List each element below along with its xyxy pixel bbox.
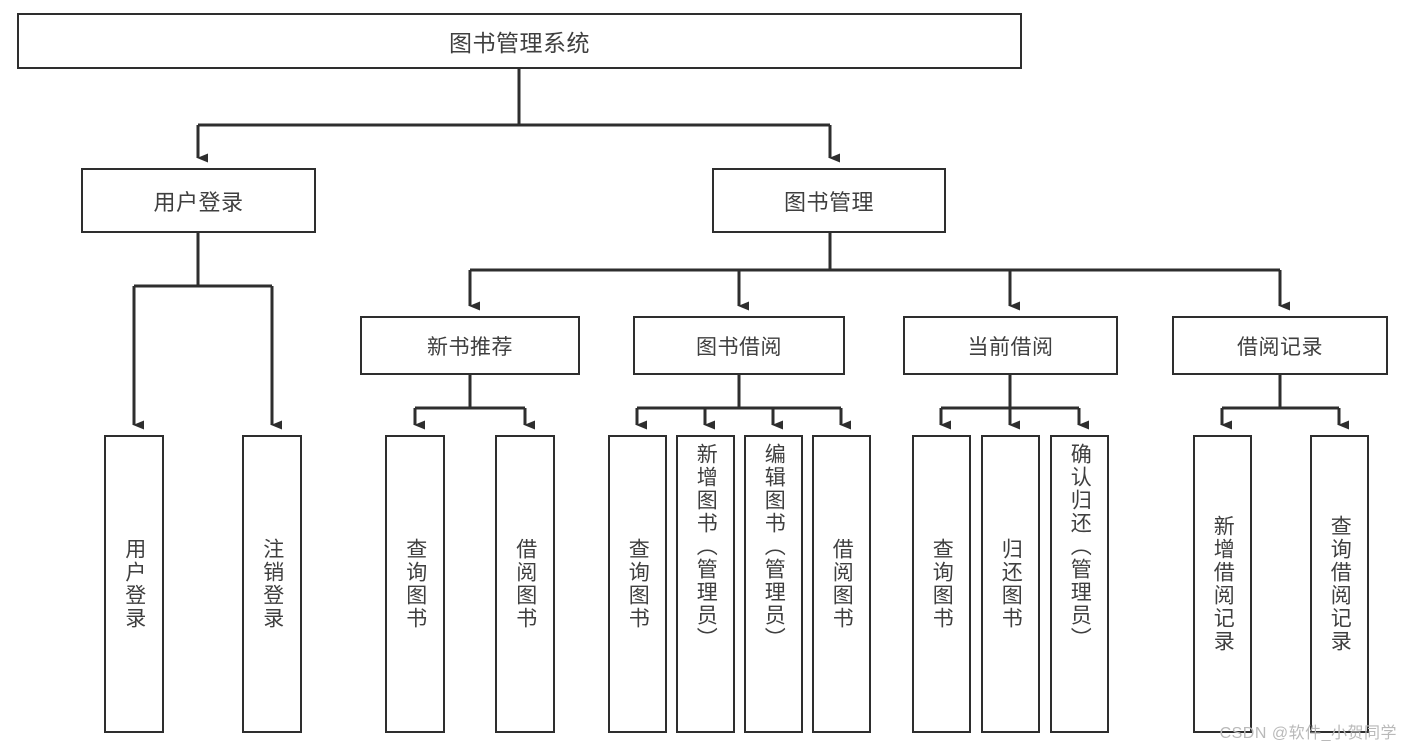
node-root-system[interactable]: 图书管理系统 <box>17 13 1022 69</box>
node-leaf-query-book-1[interactable]: 查询图书 <box>385 435 445 733</box>
node-leaf-add-record-label: 新增借阅记录 <box>1211 515 1235 653</box>
node-leaf-query-book-3-label: 查询图书 <box>930 538 954 630</box>
node-leaf-logout-login[interactable]: 注销登录 <box>242 435 302 733</box>
csdn-watermark: CSDN @软件_小贺同学 <box>1219 725 1397 742</box>
node-leaf-add-book-label: 新增图书（管理员） <box>694 443 718 650</box>
node-borrow-record-label: 借阅记录 <box>1237 335 1323 359</box>
node-leaf-add-record[interactable]: 新增借阅记录 <box>1193 435 1252 733</box>
node-leaf-query-record[interactable]: 查询借阅记录 <box>1310 435 1369 733</box>
node-leaf-user-login[interactable]: 用户登录 <box>104 435 164 733</box>
node-leaf-query-book-3[interactable]: 查询图书 <box>912 435 971 733</box>
node-user-login-label: 用户登录 <box>153 189 244 215</box>
node-new-book-recommend[interactable]: 新书推荐 <box>360 316 580 375</box>
node-user-login[interactable]: 用户登录 <box>81 168 316 233</box>
node-leaf-borrow-book-2[interactable]: 借阅图书 <box>812 435 871 733</box>
node-new-book-recommend-label: 新书推荐 <box>427 335 513 359</box>
node-book-manage-label: 图书管理 <box>783 189 874 215</box>
node-book-borrow-label: 图书借阅 <box>696 335 782 359</box>
node-leaf-borrow-book-1[interactable]: 借阅图书 <box>495 435 555 733</box>
node-leaf-borrow-book-1-label: 借阅图书 <box>513 538 537 630</box>
node-leaf-edit-book-label: 编辑图书（管理员） <box>762 443 786 650</box>
node-current-borrow-label: 当前借阅 <box>967 335 1054 359</box>
node-borrow-record[interactable]: 借阅记录 <box>1172 316 1388 375</box>
node-leaf-query-book-1-label: 查询图书 <box>403 538 427 630</box>
node-leaf-user-login-label: 用户登录 <box>122 538 146 630</box>
node-leaf-query-book-2[interactable]: 查询图书 <box>608 435 667 733</box>
node-leaf-confirm-return[interactable]: 确认归还（管理员） <box>1050 435 1109 733</box>
node-book-borrow[interactable]: 图书借阅 <box>633 316 845 375</box>
node-leaf-logout-login-label: 注销登录 <box>260 538 284 630</box>
node-root-system-label: 图书管理系统 <box>449 30 590 56</box>
node-leaf-query-book-2-label: 查询图书 <box>626 538 650 630</box>
node-leaf-return-book[interactable]: 归还图书 <box>981 435 1040 733</box>
node-leaf-confirm-return-label: 确认归还（管理员） <box>1068 443 1092 650</box>
node-leaf-borrow-book-2-label: 借阅图书 <box>830 538 854 630</box>
node-leaf-return-book-label: 归还图书 <box>999 538 1023 630</box>
node-leaf-add-book[interactable]: 新增图书（管理员） <box>676 435 735 733</box>
node-current-borrow[interactable]: 当前借阅 <box>903 316 1118 375</box>
node-book-manage[interactable]: 图书管理 <box>712 168 946 233</box>
node-leaf-edit-book[interactable]: 编辑图书（管理员） <box>744 435 803 733</box>
node-leaf-query-record-label: 查询借阅记录 <box>1328 515 1352 653</box>
